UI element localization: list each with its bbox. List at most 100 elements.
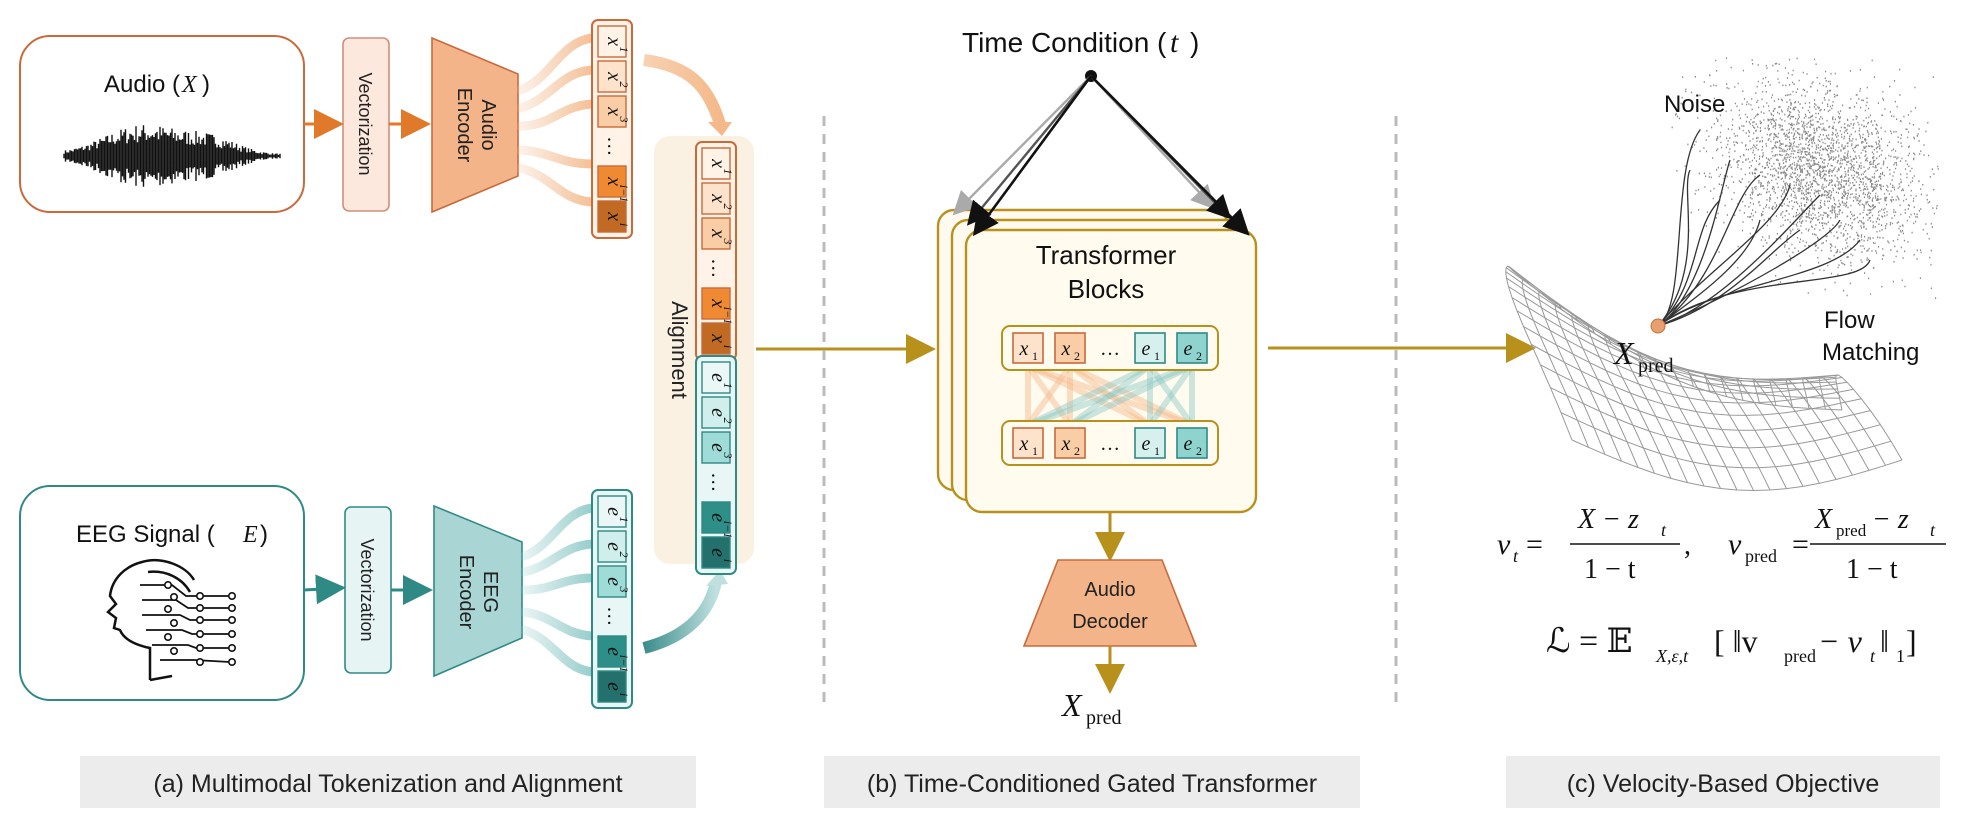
audio-encoder-label: AudioEncoder [453,88,499,163]
flow-label-1: Flow [1824,307,1875,334]
electrode-dot [196,657,205,666]
audio-token-label: … [707,260,729,278]
eeg-token [597,635,627,668]
flow-trajectory [1657,194,1821,327]
row-token-label: e [1142,433,1151,455]
flow-trajectory [1657,184,1791,327]
eeg-token-subscript: 2 [721,418,735,424]
electrode-dot [228,629,237,638]
eeg-vectorization-label: Vectorization [357,538,377,641]
decoder-label-2: Decoder [1072,611,1148,633]
electrode-dot [228,615,237,624]
caption-c: (c) Velocity-Based Objective [1567,770,1880,798]
row-token [1176,427,1208,459]
row-token-label: e [1142,338,1151,360]
audio-token-subscript: 1 [721,169,735,175]
svg-text:[ ‖v: [ ‖v [1714,623,1758,659]
attention-line [1068,363,1194,428]
audio-token [701,287,731,320]
eeg-token-subscript: 1 [721,383,735,389]
eeg-token-label: e [603,682,625,691]
row-token [1054,332,1086,364]
point-symbol: X [1612,335,1635,371]
eeg-token-subscript: 1 [617,517,631,523]
svg-text:t: t [1870,646,1876,666]
audio-token [597,25,627,58]
audio-token-label: x [603,71,625,81]
electrode-dot [196,603,205,612]
electrode-dot [196,643,205,652]
velocity-equation: v t = X − z t 1 − t , v pred = X pred − … [1497,504,1946,585]
row-token [1176,332,1208,364]
audio-token-label: x [707,333,729,343]
electrode-dot [228,657,237,666]
eeg-token-label: … [603,608,625,626]
svg-text:− z: − z [1872,504,1909,535]
audio-encoder-block [431,36,519,214]
eeg-input-box [19,485,305,701]
surface-grid-line [1505,271,1836,381]
audio-token-subscript: 3 [721,238,735,245]
electrode-dot [170,592,179,601]
audio-token [701,147,731,180]
svg-text:]: ] [1906,623,1917,659]
svg-text:t: t [1513,546,1519,566]
eeg-token [701,431,731,464]
flow-trajectory [1657,129,1701,327]
surface-grid-line [1516,310,1848,394]
eeg-token [701,501,731,534]
audio-token-label: x [603,176,625,186]
time-arrows [952,75,1250,237]
caption-c-bg [1506,756,1940,808]
row-token [1012,427,1044,459]
audio-token-fan [515,33,597,207]
svg-text:X: X [1814,504,1833,535]
audio-input-box [19,35,305,213]
row-token-subscript: 1 [1154,349,1160,363]
flow-trajectory [1657,174,1761,327]
flow-trajectory [1657,219,1761,327]
token-stacks: x1x2x3…xi−1xix1x2x3…xi−1xie1e2e3…ei−1eie… [591,19,737,709]
time-condition-close: ) [1190,27,1199,58]
loss-equation: ℒ = 𝔼 X,ε,t [ ‖v pred − v t ‖ 1 ] [1546,623,1917,666]
eeg-token-label: e [603,647,625,656]
electrode-dot [164,604,173,613]
row-token [1012,332,1044,364]
waveform-trace [63,125,281,187]
caption-b-bg [824,756,1360,808]
audio-align-curve [643,54,726,126]
surface-grid-line [1571,439,1903,492]
svg-text:ℒ = 𝔼: ℒ = 𝔼 [1546,623,1633,660]
eeg-token-label: e [603,507,625,516]
eeg-head-icon [106,559,231,682]
audio-vectorization-label: Vectorization [355,72,375,175]
eeg-token [701,361,731,394]
eeg-token-subscript: 3 [721,452,735,459]
eeg-token-subscript: 3 [617,586,631,593]
row-token [1134,427,1166,459]
eeg-token-label: e [603,542,625,551]
surface-grid-line [1508,286,1839,382]
audio-token-subscript: 2 [617,82,631,88]
surface-grid-line [1560,412,1892,469]
audio-token-label: x [603,106,625,116]
audio-token [701,217,731,250]
svg-text:− v: − v [1818,623,1863,659]
prediction-point [1650,318,1666,334]
svg-text:pred: pred [1784,646,1816,666]
eeg-token [597,530,627,563]
electrode-dot [228,603,237,612]
point-subscript: pred [1638,355,1674,377]
row-token-subscript: 2 [1196,349,1202,363]
electrode-dot [170,618,179,627]
alignment-label: Alignment [667,301,692,399]
surface-grid-line [1506,277,1837,380]
electrode-dot [228,591,237,600]
electrode-dot [228,643,237,652]
svg-text:t: t [1930,520,1936,540]
row-token-label: … [1100,338,1120,360]
row-token-subscript: 2 [1074,349,1080,363]
svg-text:,: , [1684,530,1691,561]
eeg-token-label: e [707,408,729,417]
